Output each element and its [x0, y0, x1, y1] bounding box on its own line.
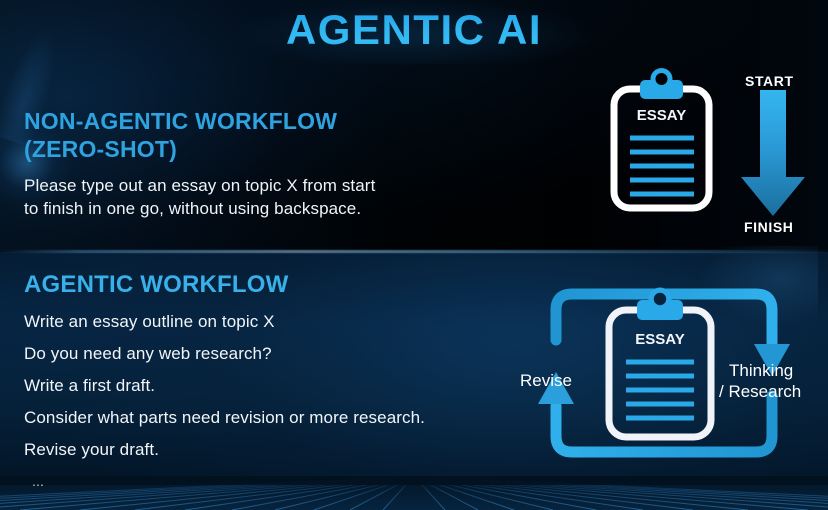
clipboard-essay-label-zeroshot: ESSAY	[637, 107, 686, 124]
clipboard-lines-zeroshot	[630, 135, 694, 197]
loop-label-research: / Research	[719, 382, 802, 401]
start-finish-arrow-icon	[741, 90, 805, 216]
loop-label-thinking: Thinking	[729, 361, 794, 380]
clipboard-icon-loop	[605, 287, 715, 441]
agentic-heading: AGENTIC WORKFLOW	[24, 271, 289, 298]
clipboard-icon-zeroshot	[610, 68, 713, 212]
agentic-step-ellipsis: ...	[32, 473, 44, 489]
loop-arrow-left-icon	[538, 372, 778, 458]
section-divider	[0, 250, 828, 253]
non-agentic-heading-line1: NON-AGENTIC WORKFLOW	[24, 108, 338, 134]
agentic-step-4: Consider what parts need revision or mor…	[24, 408, 426, 427]
agentic-step-1: Write an essay outline on topic X	[24, 312, 275, 331]
loop-label-revise: Revise	[520, 371, 572, 390]
page-title: AGENTIC AI	[0, 6, 828, 54]
zero-shot-graphic: ESSAY	[600, 68, 828, 238]
agentic-step-3: Write a first draft.	[24, 376, 156, 395]
non-agentic-body-line1: Please type out an essay on topic X from…	[24, 176, 376, 195]
agentic-step-5: Revise your draft.	[24, 440, 160, 459]
non-agentic-body-line2: to finish in one go, without using backs…	[24, 199, 362, 218]
arrow-finish-label: FINISH	[744, 219, 794, 235]
arrow-start-label: START	[745, 73, 794, 89]
agentic-step-list: Write an essay outline on topic X Do you…	[24, 306, 524, 496]
agentic-step-2: Do you need any web research?	[24, 344, 272, 363]
clipboard-essay-label-loop: ESSAY	[635, 331, 684, 348]
non-agentic-heading-line2: (ZERO-SHOT)	[24, 136, 177, 162]
clipboard-lines-loop	[626, 359, 694, 421]
agentic-loop-graphic: ESSAY	[524, 278, 828, 468]
